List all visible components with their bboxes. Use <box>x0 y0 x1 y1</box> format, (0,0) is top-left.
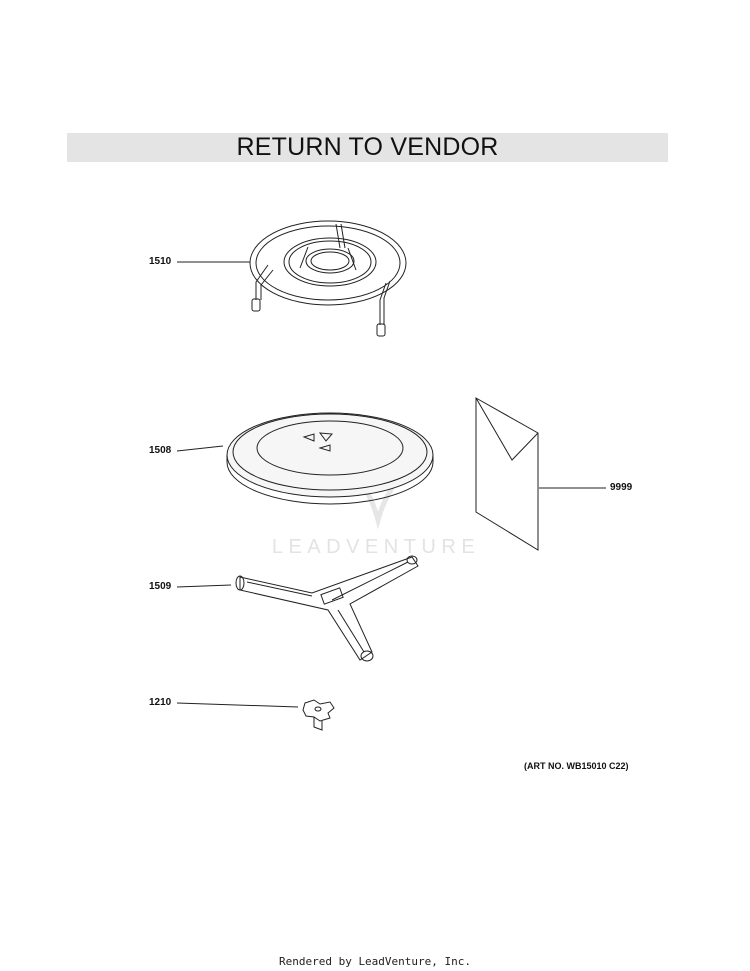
roller-support-part <box>235 555 419 662</box>
coupler-part <box>302 699 335 731</box>
footer-credit: Rendered by LeadVenture, Inc. <box>278 955 472 968</box>
callout-leader-1210 <box>176 702 299 708</box>
page-title: RETURN TO VENDOR <box>236 133 499 161</box>
section-banner: RETURN TO VENDOR <box>67 133 668 162</box>
callout-leader-1508 <box>176 445 224 452</box>
callout-leader-1509 <box>176 584 232 588</box>
turntable-tray-part <box>226 412 434 505</box>
callout-label-9999: 9999 <box>610 482 633 493</box>
watermark-text: LEADVENTURE <box>271 536 481 558</box>
callout-label-1210: 1210 <box>149 697 172 708</box>
art-number-label: (ART NO. WB15010 C22) <box>524 761 629 771</box>
rack-part <box>249 220 407 337</box>
callout-label-1509: 1509 <box>149 581 172 592</box>
manual-part <box>475 397 539 551</box>
callout-label-1510: 1510 <box>149 256 172 267</box>
callout-label-1508: 1508 <box>149 445 172 456</box>
